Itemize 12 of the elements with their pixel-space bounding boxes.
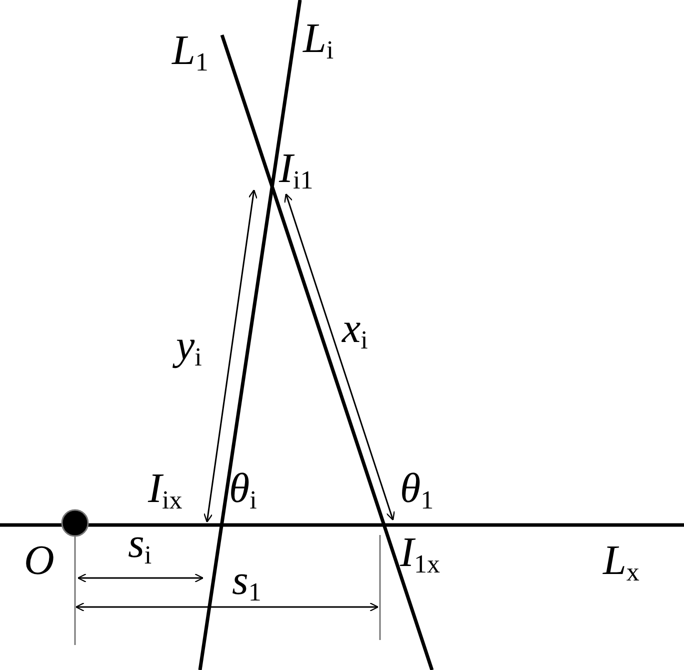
math-label: I$_{i1}$ [279, 148, 314, 194]
math-label: I$_{1x}$ [400, 532, 440, 578]
math-label: s$_{1}$ [232, 560, 262, 606]
math-label: L$_{i}$ [303, 18, 334, 64]
math-label: L$_{x}$ [603, 540, 640, 586]
math-label: L$_{1}$ [172, 30, 208, 76]
math-label: O [24, 540, 54, 582]
math-label: s$_{i}$ [128, 523, 152, 568]
math-label: x$_{i}$ [342, 308, 368, 354]
math-label: I$_{ix}$ [148, 468, 182, 514]
math-label: θ$_{1}$ [400, 468, 434, 514]
math-label: θ$_{i}$ [229, 468, 257, 514]
